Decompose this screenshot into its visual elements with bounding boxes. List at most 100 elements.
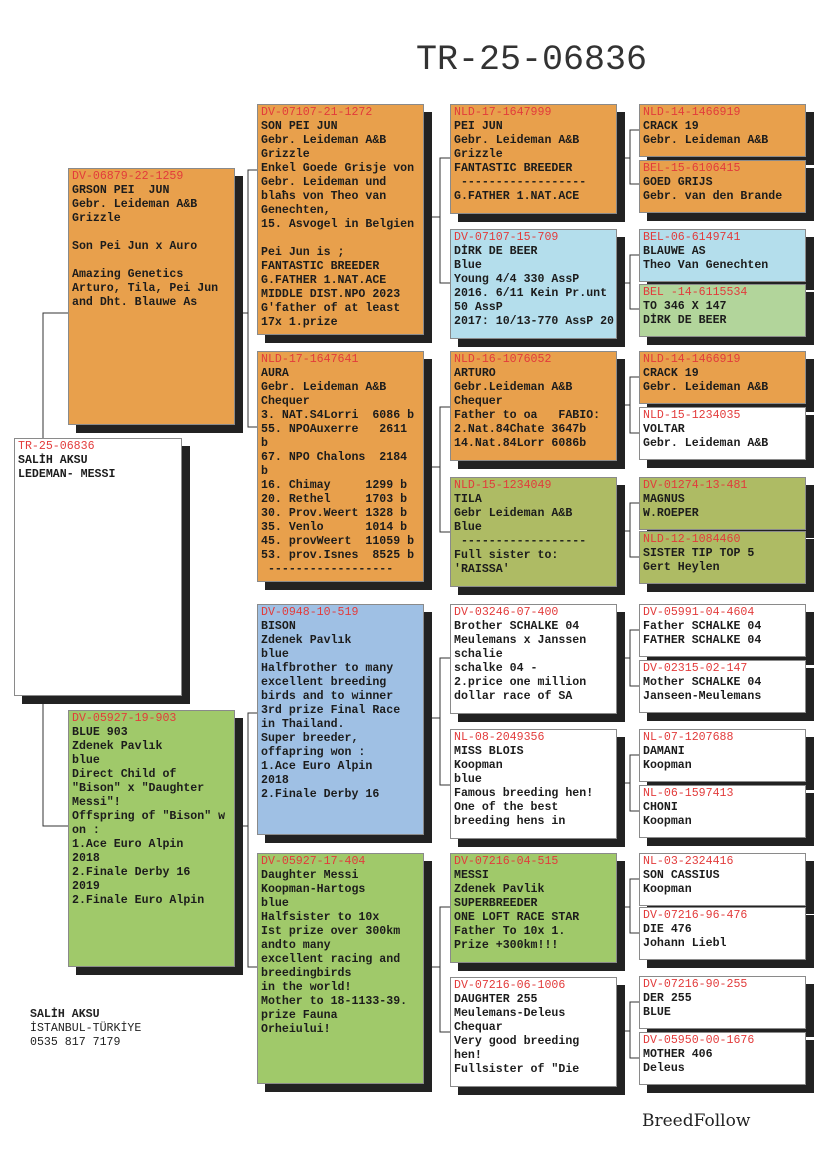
card-line: andto many	[261, 939, 331, 952]
card-line	[72, 254, 231, 268]
card-line: SISTER TIP TOP 5	[643, 547, 755, 560]
card-line: breedingbirds	[261, 967, 352, 980]
ring-number: DV-01274-13-481	[643, 479, 748, 492]
card-line: 35. Venlo 1014 b	[261, 521, 408, 534]
card-line: 2018	[72, 852, 100, 865]
card-line: AURA	[261, 367, 289, 380]
card-line: Super breeder,	[261, 732, 359, 745]
card-line: FANTASTIC BREEDER	[261, 260, 380, 273]
card-line: Brother SCHALKE 04	[454, 620, 580, 633]
card-line: schalie	[454, 648, 503, 661]
ring-number: NLD-15-1234035	[643, 409, 741, 422]
ring-number: NLD-12-1084460	[643, 533, 741, 546]
card-line: Chequar	[454, 1021, 503, 1034]
card-line: 20. Rethel 1703 b	[261, 493, 408, 506]
card-line: blue	[454, 773, 482, 786]
card-line: ONE LOFT RACE STAR	[454, 911, 580, 924]
card-line: birds and to winner	[261, 690, 394, 703]
card-line: ------------------	[261, 563, 394, 576]
card-line: Fullsister of "Die	[454, 1063, 580, 1076]
card-line: Son Pei Jun x Auro	[72, 240, 198, 253]
card-line: Meulemans x Janssen	[454, 634, 587, 647]
card-line: ARTURO	[454, 367, 496, 380]
card-line	[72, 226, 231, 240]
card-line: Koopman-Hartogs	[261, 883, 366, 896]
card-line: 2.Finale Derby 16	[72, 866, 191, 879]
card-line: MOTHER 406	[643, 1048, 713, 1061]
ring-number: BEL-15-6106415	[643, 162, 741, 175]
card-line: Meulemans-Deleus	[454, 1007, 566, 1020]
card-line: Gert Heylen	[643, 561, 720, 574]
card-line: dollar race of SA	[454, 690, 573, 703]
card-line: LEDEMAN- MESSI	[18, 468, 116, 481]
card-line: Young 4/4 330 AssP	[454, 273, 580, 286]
card-line: Gebr Leideman A&B	[454, 507, 573, 520]
card-line: G'father of at least	[261, 302, 401, 315]
card-line: Gebr. Leideman A&B	[261, 381, 387, 394]
card-line: 14.Nat.84Lorr 6086b	[454, 437, 587, 450]
card-line: 1.Ace Euro Alpin	[72, 838, 184, 851]
card-line: BLUE 903	[72, 726, 128, 739]
ring-number: NL-07-1207688	[643, 731, 734, 744]
card-line: Very good breeding	[454, 1035, 580, 1048]
card-line: Gebr. van den Brande	[643, 190, 783, 203]
ring-number: BEL-06-6149741	[643, 231, 741, 244]
card-line: in the world!	[261, 981, 352, 994]
card-line: Halfbrother to many	[261, 662, 394, 675]
card-line: Mother SCHALKE 04	[643, 676, 762, 689]
connector-sire	[42, 312, 68, 438]
card-line: SON CASSIUS	[643, 869, 720, 882]
card-line: Prize +300km!!!	[454, 939, 559, 952]
card-line: BLUE	[643, 1006, 671, 1019]
ring-number: NLD-14-1466919	[643, 106, 741, 119]
card-line: MISS BLOIS	[454, 745, 524, 758]
card-line: Genechten,	[261, 204, 331, 217]
card-line: Famous breeding hen!	[454, 787, 594, 800]
card-line: Blue	[454, 259, 482, 272]
card-line: excellent breeding	[261, 676, 387, 689]
card-line: FANTASTIC BREEDER	[454, 162, 573, 175]
card-line: DAMANI	[643, 745, 685, 758]
card-line: schalke 04 -	[454, 662, 538, 675]
ring-number: DV-02315-02-147	[643, 662, 748, 675]
ring-number: DV-0948-10-519	[261, 606, 359, 619]
card-line: Amazing Genetics	[72, 268, 184, 281]
card-line: DIE 476	[643, 923, 692, 936]
card-line: offapring won :	[261, 746, 366, 759]
card-line: BLAUWE AS	[643, 245, 706, 258]
card-line: Koopman	[454, 759, 503, 772]
card-line: DİRK DE BEER	[643, 314, 727, 327]
owner-city: İSTANBUL-TÜRKİYE	[30, 1022, 142, 1035]
card-line: G.FATHER 1.NAT.ACE	[261, 274, 387, 287]
card-line: Gebr. Leideman A&B	[261, 134, 387, 147]
card-line: Grizzle	[454, 148, 503, 161]
card-line: Deleus	[643, 1062, 685, 1075]
card-line: 1.Ace Euro Alpin	[261, 760, 373, 773]
card-line: One of the best	[454, 801, 559, 814]
ring-number: DV-07107-21-1272	[261, 106, 373, 119]
card-line: Blue	[454, 521, 482, 534]
card-line: Pei Jun is ;	[261, 246, 345, 259]
card-line: Offspring of "Bison" w	[72, 810, 226, 823]
card-line: 45. provWeert 11059 b	[261, 535, 415, 548]
card-line: Full sister to:	[454, 549, 559, 562]
card-line: blue	[261, 648, 289, 661]
card-line: Father SCHALKE 04	[643, 620, 762, 633]
card-line: Ist prize over 300km	[261, 925, 401, 938]
card-line: 2.Nat.84Chate 3647b	[454, 423, 587, 436]
card-line: Orheiului!	[261, 1023, 331, 1036]
